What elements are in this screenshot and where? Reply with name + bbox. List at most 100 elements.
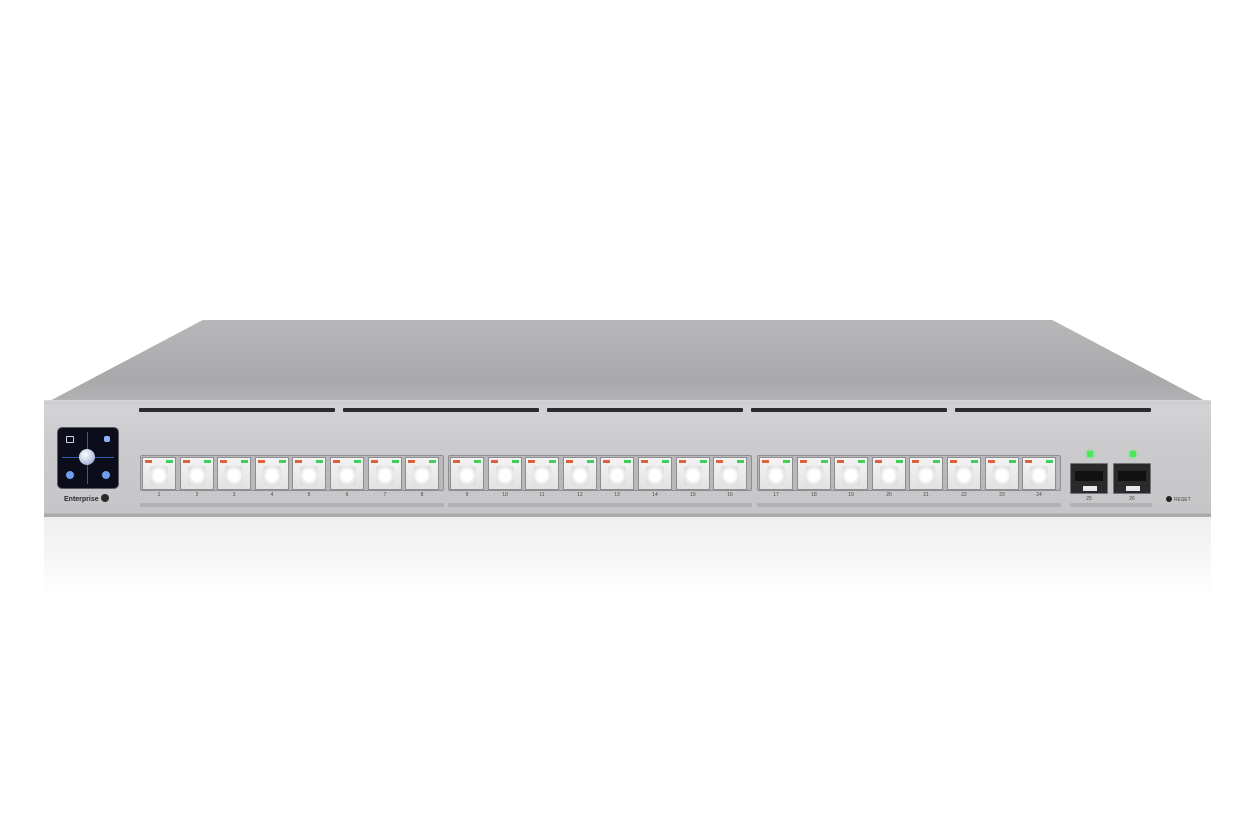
rj45-port[interactable] bbox=[1022, 457, 1056, 490]
vent-slot bbox=[139, 408, 335, 412]
port-label: 18 bbox=[811, 492, 817, 498]
vent-slot bbox=[955, 408, 1151, 412]
link-led bbox=[641, 460, 648, 463]
link-led bbox=[183, 460, 190, 463]
link-led bbox=[566, 460, 573, 463]
port-label: 17 bbox=[773, 492, 779, 498]
rj45-port[interactable] bbox=[909, 457, 943, 490]
vent-slot bbox=[751, 408, 947, 412]
activity-led bbox=[587, 460, 594, 463]
port-label: 4 bbox=[270, 492, 274, 498]
activity-led bbox=[821, 460, 828, 463]
settings-icon bbox=[102, 471, 110, 479]
port-label: 7 bbox=[383, 492, 387, 498]
link-led bbox=[800, 460, 807, 463]
rj45-port[interactable] bbox=[255, 457, 289, 490]
activity-led bbox=[896, 460, 903, 463]
activity-led bbox=[783, 460, 790, 463]
port-label: 22 bbox=[961, 492, 967, 498]
link-led bbox=[220, 460, 227, 463]
switch-top-panel bbox=[44, 320, 1211, 404]
rj45-port[interactable] bbox=[525, 457, 559, 490]
rj45-port[interactable] bbox=[292, 457, 326, 490]
sfp-port[interactable] bbox=[1113, 463, 1151, 494]
vent-slot bbox=[343, 408, 539, 412]
link-led bbox=[837, 460, 844, 463]
rj45-port[interactable] bbox=[180, 457, 214, 490]
link-led bbox=[762, 460, 769, 463]
group-strip bbox=[448, 503, 752, 507]
activity-led bbox=[624, 460, 631, 463]
port-label: 1 bbox=[157, 492, 161, 498]
rj45-port[interactable] bbox=[797, 457, 831, 490]
rj45-port[interactable] bbox=[563, 457, 597, 490]
rj45-port[interactable] bbox=[450, 457, 484, 490]
port-label: 21 bbox=[923, 492, 929, 498]
port-label: 2 bbox=[195, 492, 199, 498]
rj45-port[interactable] bbox=[488, 457, 522, 490]
rj45-port[interactable] bbox=[947, 457, 981, 490]
rj45-port[interactable] bbox=[405, 457, 439, 490]
reset-button[interactable] bbox=[1166, 496, 1172, 502]
vent-slot bbox=[547, 408, 743, 412]
touch-display[interactable] bbox=[58, 428, 118, 488]
port-label: 24 bbox=[1036, 492, 1042, 498]
group-strip bbox=[757, 503, 1061, 507]
activity-led bbox=[933, 460, 940, 463]
sfp-status-led bbox=[1087, 451, 1093, 457]
rj45-port[interactable] bbox=[330, 457, 364, 490]
sfp-port-label: 26 bbox=[1129, 496, 1135, 502]
rj45-port[interactable] bbox=[834, 457, 868, 490]
rj45-port[interactable] bbox=[713, 457, 747, 490]
rj45-port[interactable] bbox=[676, 457, 710, 490]
floor-reflection bbox=[44, 517, 1211, 597]
group-strip bbox=[1070, 503, 1152, 507]
activity-led bbox=[474, 460, 481, 463]
activity-led bbox=[662, 460, 669, 463]
port-label: 5 bbox=[307, 492, 311, 498]
rj45-port[interactable] bbox=[600, 457, 634, 490]
activity-led bbox=[1009, 460, 1016, 463]
brand-label: Enterprise bbox=[64, 496, 99, 503]
activity-led bbox=[316, 460, 323, 463]
activity-led bbox=[512, 460, 519, 463]
sfp-port[interactable] bbox=[1070, 463, 1108, 494]
link-led bbox=[145, 460, 152, 463]
link-led bbox=[258, 460, 265, 463]
port-label: 8 bbox=[420, 492, 424, 498]
center-button-icon bbox=[79, 449, 95, 465]
rj45-port[interactable] bbox=[638, 457, 672, 490]
activity-led bbox=[971, 460, 978, 463]
port-label: 10 bbox=[502, 492, 508, 498]
link-led bbox=[528, 460, 535, 463]
rj45-port[interactable] bbox=[368, 457, 402, 490]
sfp-port-label: 25 bbox=[1086, 496, 1092, 502]
activity-led bbox=[392, 460, 399, 463]
port-label: 11 bbox=[539, 492, 545, 498]
activity-led bbox=[737, 460, 744, 463]
rj45-port[interactable] bbox=[759, 457, 793, 490]
port-label: 3 bbox=[232, 492, 236, 498]
port-label: 15 bbox=[690, 492, 696, 498]
activity-led bbox=[241, 460, 248, 463]
rj45-port[interactable] bbox=[872, 457, 906, 490]
sfp-status-led bbox=[1130, 451, 1136, 457]
link-led bbox=[950, 460, 957, 463]
link-led bbox=[491, 460, 498, 463]
activity-led bbox=[279, 460, 286, 463]
rj45-port[interactable] bbox=[142, 457, 176, 490]
switch-top-edge bbox=[44, 400, 1211, 405]
reset-label: RESET bbox=[1174, 497, 1191, 503]
port-label: 13 bbox=[614, 492, 620, 498]
switch-bottom-edge bbox=[44, 514, 1211, 517]
link-led bbox=[333, 460, 340, 463]
link-led bbox=[912, 460, 919, 463]
device-icon bbox=[104, 436, 110, 442]
activity-led bbox=[549, 460, 556, 463]
link-led bbox=[408, 460, 415, 463]
rj45-port[interactable] bbox=[985, 457, 1019, 490]
rj45-port[interactable] bbox=[217, 457, 251, 490]
link-led bbox=[875, 460, 882, 463]
network-icon bbox=[66, 436, 74, 443]
